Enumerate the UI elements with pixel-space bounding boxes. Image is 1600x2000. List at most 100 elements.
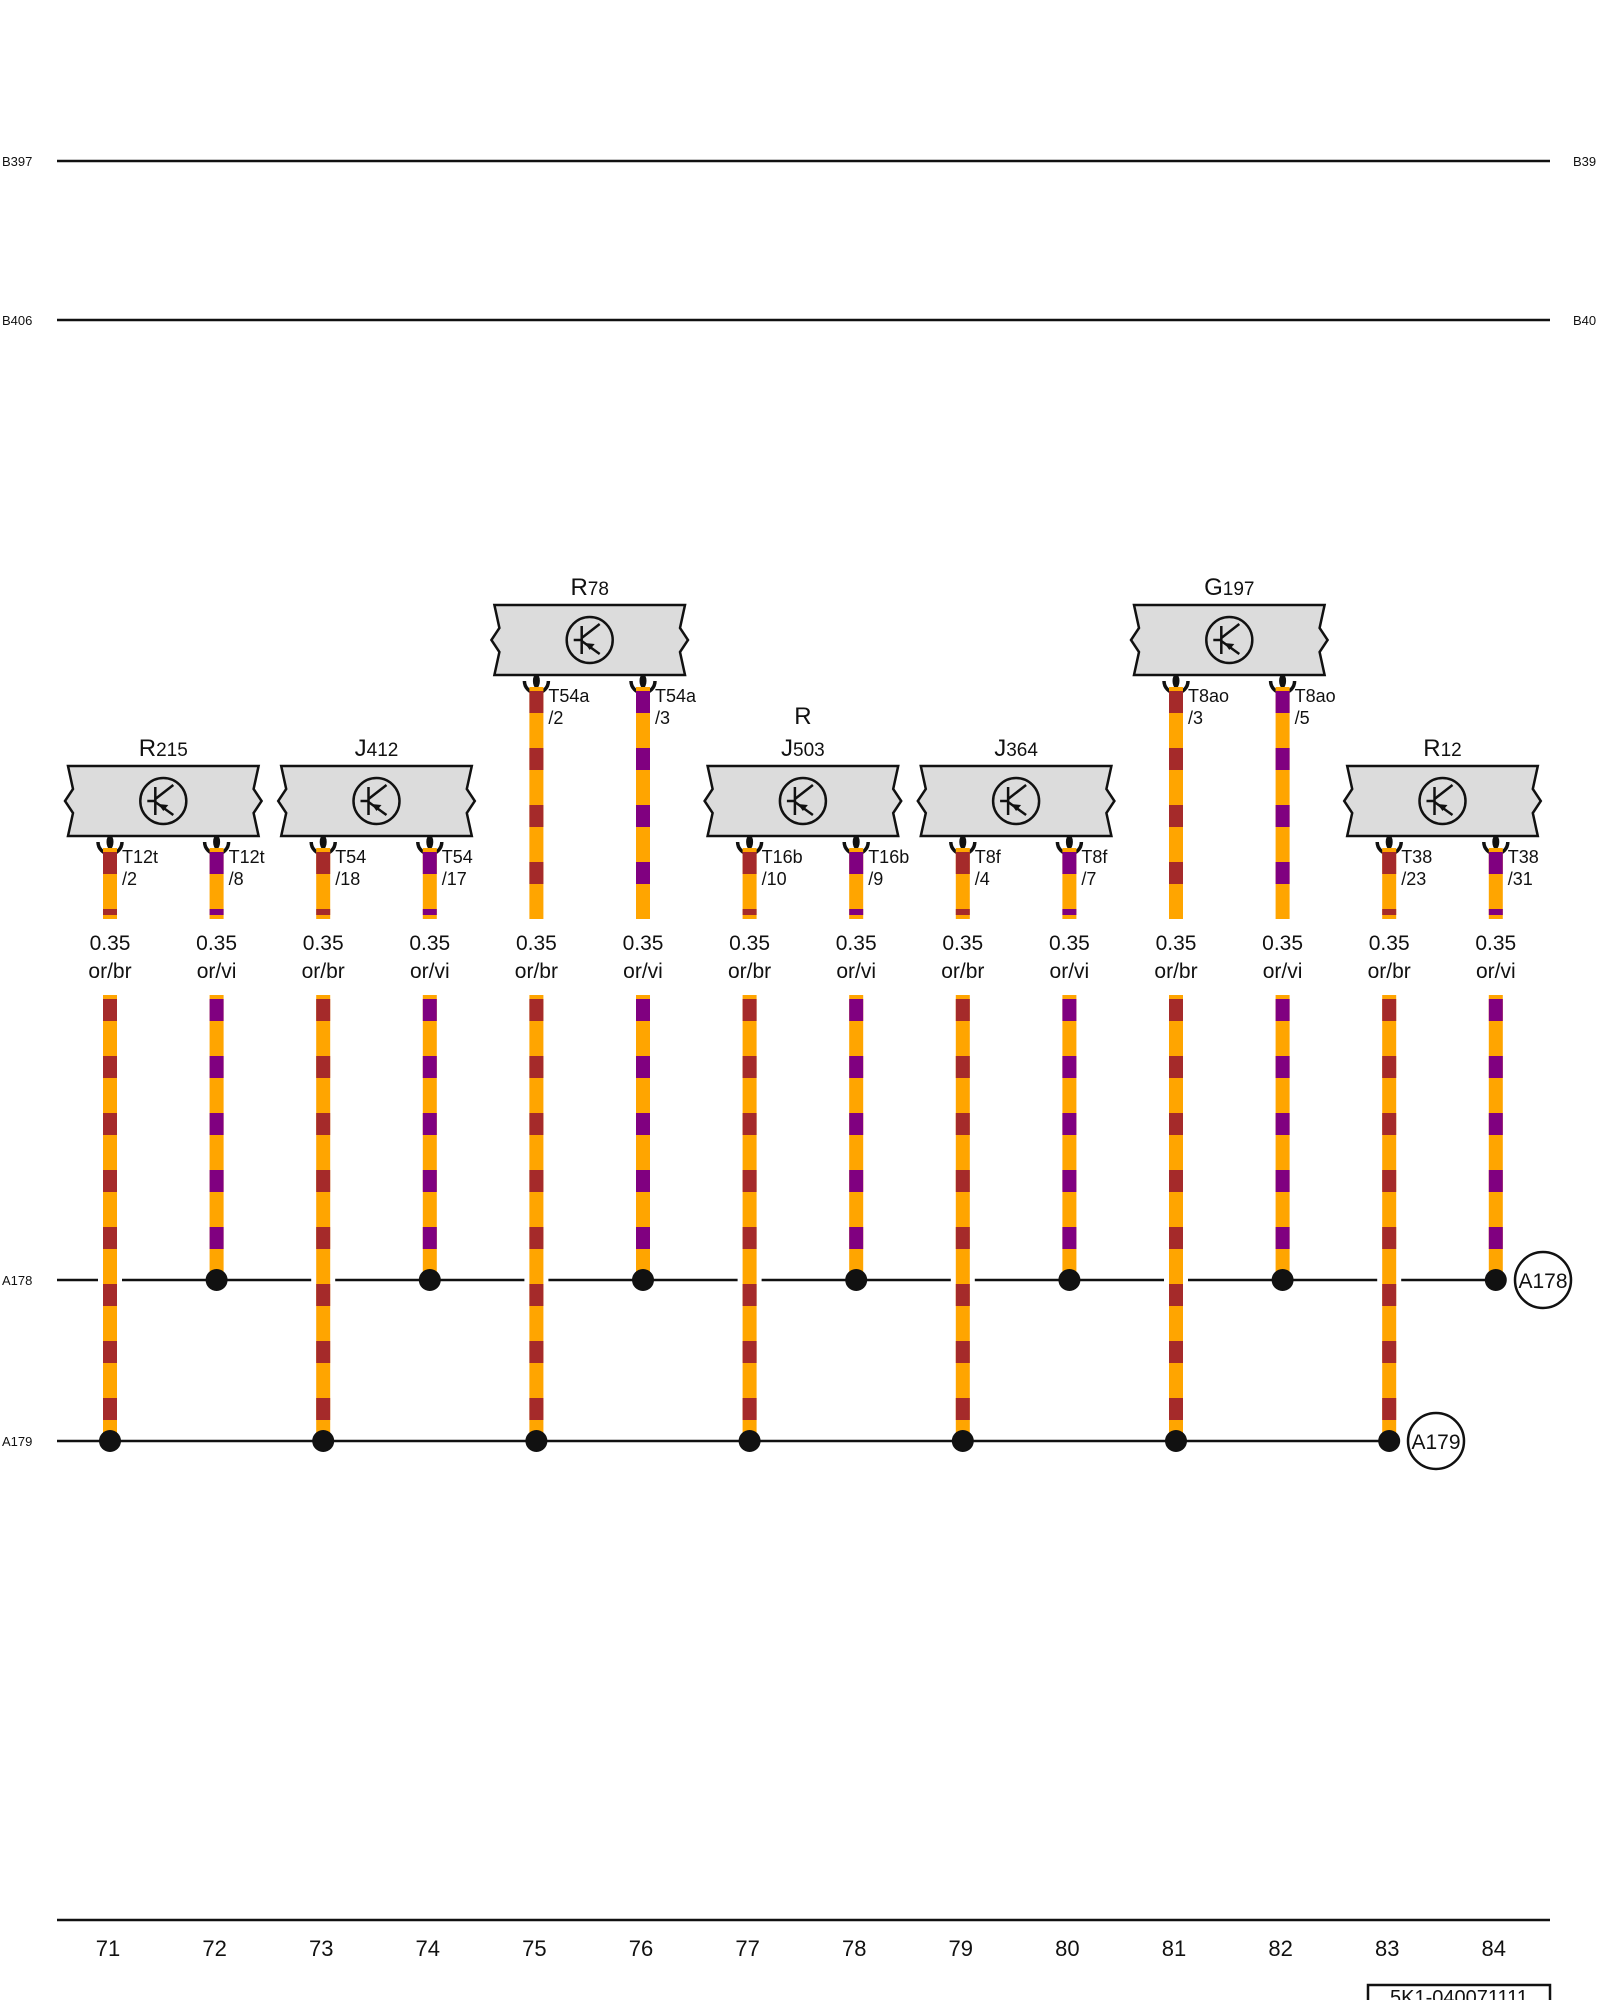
wire-stripe [1382, 1056, 1397, 1078]
transistor-symbol-icon [139, 776, 188, 826]
column-number: 83 [1375, 1936, 1399, 1961]
wire-size-label: 0.35 [1156, 932, 1197, 955]
component-label: G197 [1204, 574, 1254, 601]
wire-size-label: 0.35 [729, 932, 770, 955]
component-name: R [570, 574, 587, 601]
wire-size-label: 0.35 [1262, 932, 1303, 955]
component-box [1129, 603, 1330, 677]
wire-stripe [955, 1284, 970, 1306]
wire-stripe [422, 1170, 437, 1192]
pin-connector: T38 [1401, 847, 1432, 867]
wire-stripe [742, 999, 757, 1021]
component-name: J [781, 735, 793, 762]
junction-dot [525, 1430, 548, 1452]
junction-dot [1271, 1269, 1294, 1291]
transistor-symbol-icon [352, 776, 401, 826]
wire-stripe [1062, 1056, 1077, 1078]
wire-stripe [1169, 1170, 1183, 1192]
wire-stripe [849, 1170, 864, 1192]
component-number: 197 [1223, 579, 1255, 600]
wire-color-label: or/vi [623, 960, 663, 983]
wire-color-label: or/br [302, 960, 345, 983]
wire-base [1275, 687, 1290, 919]
wire-stripe [1169, 805, 1183, 827]
wire-stripe [316, 909, 331, 915]
component-number: 503 [793, 740, 825, 761]
wire-stripe [955, 1341, 970, 1363]
wire-stripe [529, 1341, 544, 1363]
wire-stripe [1062, 1170, 1077, 1192]
wire-stripe [742, 1398, 757, 1420]
transistor-collector-icon [154, 784, 175, 800]
pin-number: /2 [548, 708, 563, 728]
wire-stripe [209, 1170, 224, 1192]
transistor-collector-icon [1433, 784, 1454, 800]
junction-dot [845, 1269, 868, 1291]
wire-segment [529, 995, 544, 1441]
transistor-symbol-icon [778, 776, 828, 826]
wire-stripe [316, 1056, 331, 1078]
junction-dot [632, 1269, 654, 1291]
pin-connector: T12t [122, 847, 158, 867]
wire-stripe [1062, 909, 1077, 915]
wire-color-label: or/br [1368, 960, 1411, 983]
wire-stripe [529, 1398, 544, 1420]
wire-stripe [529, 691, 544, 713]
pin-connector: T38 [1508, 847, 1539, 867]
arrow-icon [158, 804, 169, 811]
wire-segment [103, 995, 117, 1441]
wire-stripe [103, 909, 117, 915]
wire-stripe [1382, 852, 1397, 874]
junction-dot [1484, 1269, 1507, 1291]
component-name: J [994, 735, 1006, 762]
wire-color-label: or/vi [1263, 960, 1303, 983]
wire-stripe [1275, 1170, 1290, 1192]
component-box [916, 764, 1116, 838]
wire-stripe [529, 805, 544, 827]
pin-number: /23 [1401, 869, 1426, 889]
wire-stripe [742, 852, 757, 874]
wire-color-label: or/br [515, 960, 558, 983]
pin-connector: T8f [975, 847, 1002, 867]
wire-color-label: or/vi [836, 960, 876, 983]
wire-size-label: 0.35 [623, 932, 664, 955]
wire-stripe [1169, 1341, 1183, 1363]
wire-stripe [636, 1113, 650, 1135]
arrow-icon [797, 804, 808, 811]
wire-stripe [742, 909, 757, 915]
wire-color-label: or/vi [410, 960, 450, 983]
wire-size-label: 0.35 [1049, 932, 1090, 955]
component-extra-label: R [794, 703, 811, 730]
wire-stripe [636, 862, 650, 884]
component-number: 412 [367, 740, 399, 761]
component-number: 78 [588, 579, 609, 600]
pin-icon [213, 835, 221, 849]
component-number: 364 [1006, 740, 1038, 761]
wire-segment [636, 687, 650, 919]
wire-stripe [1488, 852, 1503, 874]
wire-stripe [529, 1227, 544, 1249]
transistor-collector-icon [794, 784, 814, 800]
wire-stripe [1275, 691, 1290, 713]
component-label: J364 [994, 735, 1038, 762]
wire-segment [422, 848, 437, 919]
wire-stripe [1488, 999, 1503, 1021]
pin-connector: T54a [655, 686, 697, 706]
junction-dot [205, 1269, 228, 1291]
wire-stripe [1382, 1398, 1397, 1420]
wire-stripe [1169, 862, 1183, 884]
wire-stripe [529, 748, 544, 770]
transistor-symbol-icon [565, 615, 614, 665]
pin-icon [1065, 835, 1073, 849]
pin-number: /2 [122, 869, 137, 889]
wire-segment [742, 848, 757, 919]
wire-stripe [849, 999, 864, 1021]
wire-segment [955, 995, 970, 1441]
wire-stripe [636, 1170, 650, 1192]
pin-connector: T16b [868, 847, 909, 867]
component-label: J412 [355, 735, 399, 762]
title-block-id: 5K1-040071111 [1390, 1987, 1528, 2000]
